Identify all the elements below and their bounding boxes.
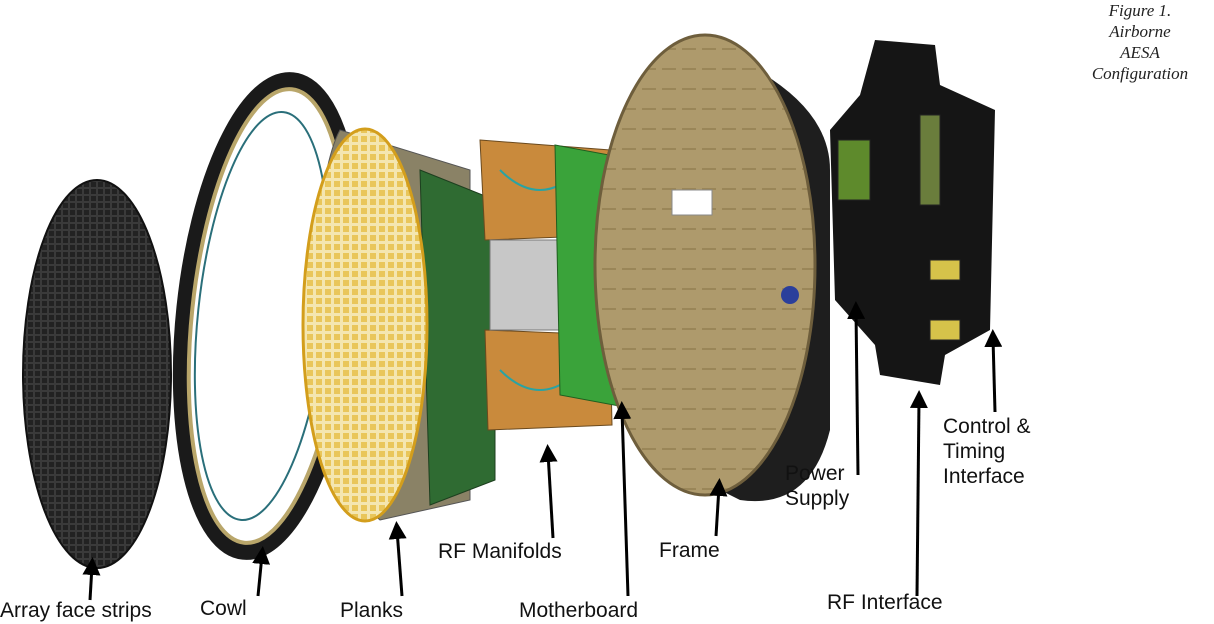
label-frame: Frame (659, 539, 720, 562)
label-planks: Planks (340, 599, 404, 622)
planks (301, 127, 496, 523)
label-control-timing-interface: Control & Timing Interface (943, 415, 1031, 488)
array-face-strips (22, 179, 172, 569)
label-rf-interface: RF Interface (827, 591, 943, 614)
label-motherboard: Motherboard (519, 599, 639, 622)
label-array-face-strips: Array face strips (0, 599, 152, 622)
frame (593, 33, 830, 502)
figure-caption-line1: Figure 1. (1108, 1, 1172, 20)
figure-caption: Figure 1. Airborne AESA Configuration (1070, 0, 1210, 84)
arrow-icon (82, 301, 1003, 601)
figure-caption-line3: AESA (1120, 43, 1160, 62)
figure-caption-line2: Airborne (1109, 22, 1171, 41)
label-power-supply: Power Supply (785, 462, 850, 510)
figure-caption-line4: Configuration (1091, 64, 1189, 83)
label-rf-manifolds: RF Manifolds (438, 540, 562, 563)
rear-assembly (830, 40, 995, 385)
label-cowl: Cowl (200, 597, 247, 620)
